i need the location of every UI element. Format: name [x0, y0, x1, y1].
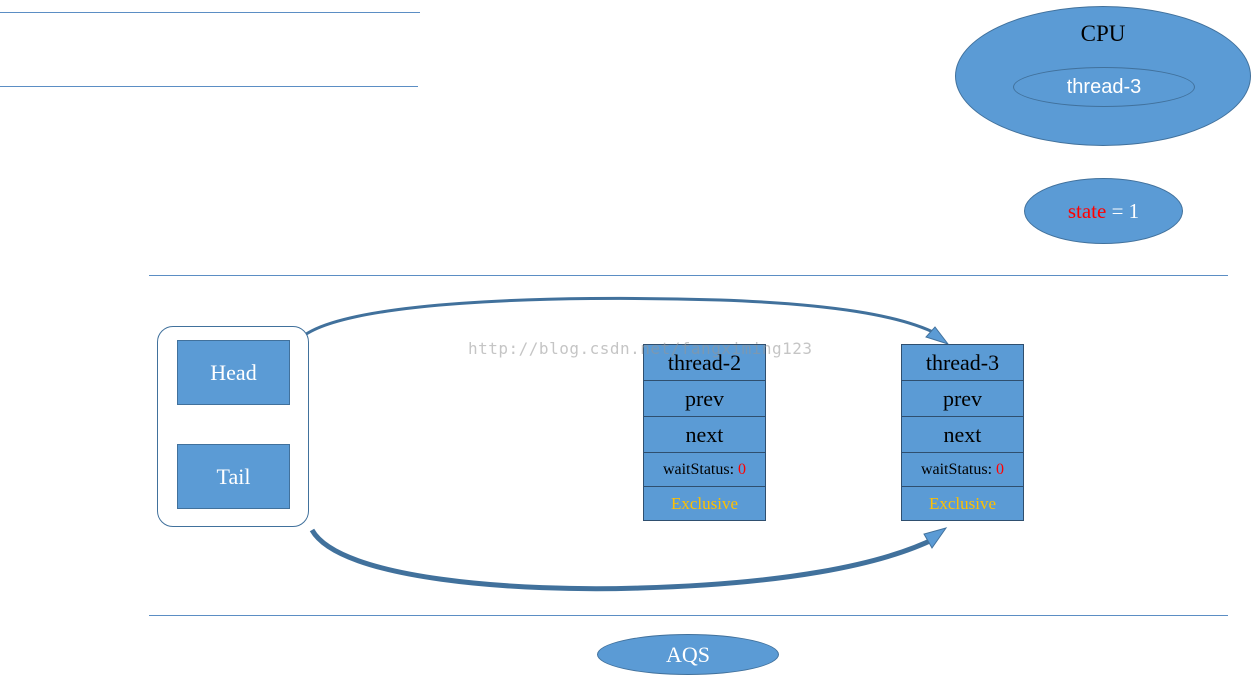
queue-node: thread-3 prev next waitStatus: 0 Exclusi… [901, 344, 1024, 521]
top-divider-1 [0, 12, 420, 13]
node-next: next [902, 417, 1023, 453]
node-thread: thread-2 [644, 345, 765, 381]
node-thread: thread-3 [902, 345, 1023, 381]
cpu-thread-label: thread-3 [1066, 75, 1142, 98]
tail-arrowhead [923, 527, 948, 549]
node-mode: Exclusive [902, 487, 1023, 520]
state-name: state [1067, 198, 1107, 223]
watermark-text: http://blog.csdn.net/fangximing123 [468, 339, 813, 358]
node-wait-status: waitStatus: 0 [644, 453, 765, 487]
wait-status-label: waitStatus: [920, 460, 997, 478]
tail-pointer: Tail [177, 444, 290, 509]
head-arrowhead [925, 326, 950, 345]
wait-status-value: 0 [738, 460, 747, 478]
node-wait-status: waitStatus: 0 [902, 453, 1023, 487]
head-arrow [295, 296, 938, 343]
aqs-label: AQS [597, 634, 779, 675]
aqs-top-divider [149, 275, 1228, 276]
cpu-title: CPU [1080, 21, 1126, 46]
cpu-thread-pill: thread-3 [1013, 67, 1195, 107]
node-prev: prev [644, 381, 765, 417]
state-value: = 1 [1106, 198, 1140, 223]
wait-status-label: waitStatus: [662, 460, 739, 478]
cpu-ellipse: CPU thread-3 [955, 6, 1251, 146]
queue-node: thread-2 prev next waitStatus: 0 Exclusi… [643, 344, 766, 521]
wait-status-value: 0 [996, 460, 1005, 478]
node-prev: prev [902, 381, 1023, 417]
aqs-bottom-divider [149, 615, 1228, 616]
node-next: next [644, 417, 765, 453]
tail-arrow [309, 528, 938, 592]
top-divider-2 [0, 86, 418, 87]
head-pointer: Head [177, 340, 290, 405]
node-mode: Exclusive [644, 487, 765, 520]
state-ellipse: state = 1 [1024, 178, 1183, 244]
